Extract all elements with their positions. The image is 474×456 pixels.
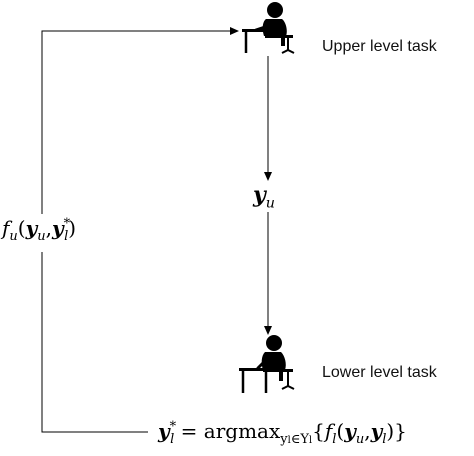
eq-close-brace: } bbox=[394, 419, 407, 443]
eq-comma: , bbox=[364, 419, 371, 443]
lower-person-icon bbox=[239, 335, 295, 393]
eq-argmax-sub-l: l bbox=[287, 435, 291, 446]
feedback-label: fu(yu,y*l) bbox=[2, 216, 77, 243]
bottom-equation: y*l = argmaxyl∈Yl{fl(yu,yl)} bbox=[158, 419, 407, 446]
feedback-comma: , bbox=[45, 216, 52, 240]
feedback-y2-sub: l bbox=[64, 229, 69, 244]
eq-lhs-sup: * bbox=[169, 419, 177, 435]
eq-argmax-sub-l2: l bbox=[308, 435, 313, 446]
eq-yu: y bbox=[344, 419, 356, 443]
eq-f-sub: l bbox=[332, 432, 337, 447]
feedback-y1-sub: u bbox=[37, 229, 46, 244]
feedback-f-sub: u bbox=[9, 229, 18, 244]
eq-f: f bbox=[324, 419, 333, 443]
feedback-y1: y bbox=[25, 216, 38, 240]
eq-argmax-sub: yl∈Yl bbox=[280, 432, 312, 447]
eq-argmax-sub-y: y bbox=[280, 432, 288, 447]
feedback-loop-lower bbox=[41, 252, 148, 433]
feedback-loop-upper bbox=[41, 27, 239, 214]
upper-person-icon bbox=[242, 2, 295, 54]
feedback-f: f bbox=[2, 216, 10, 240]
eq-yl: y bbox=[370, 419, 383, 443]
eq-lhs-y: y bbox=[158, 419, 170, 443]
eq-lhs-sub: l bbox=[170, 432, 175, 447]
eq-argmax: argmax bbox=[203, 419, 281, 443]
eq-yl-sub: l bbox=[382, 432, 387, 447]
yu-symbol: y bbox=[253, 182, 266, 208]
eq-open-paren: ( bbox=[336, 419, 345, 443]
eq-argmax-sub-in: ∈Y bbox=[290, 432, 309, 447]
eq-open-brace: { bbox=[312, 419, 325, 443]
yu-subscript: u bbox=[265, 195, 276, 212]
feedback-close-paren: ) bbox=[68, 216, 77, 240]
yu-node: yu bbox=[253, 182, 276, 212]
feedback-y2: y bbox=[51, 216, 64, 240]
eq-close-paren: ) bbox=[386, 419, 395, 443]
feedback-y2-sup: * bbox=[63, 216, 71, 232]
eq-yu-sub: u bbox=[355, 432, 365, 447]
lower-level-task-label: Lower level task bbox=[322, 364, 437, 381]
eq-equals: = bbox=[174, 419, 204, 443]
upper-level-task-label: Upper level task bbox=[322, 38, 437, 55]
feedback-open-paren: ( bbox=[17, 216, 26, 240]
